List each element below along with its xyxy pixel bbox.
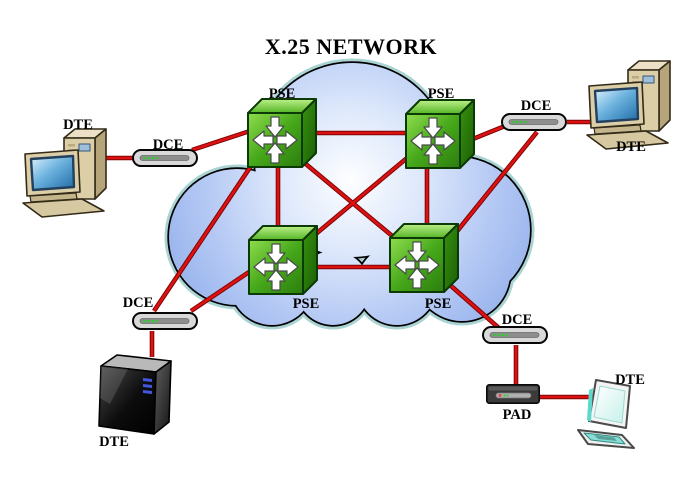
- dce-label-bottom-right: DCE: [502, 312, 533, 328]
- dce-label-right: DCE: [521, 98, 552, 114]
- dte-workstation-icon: [577, 379, 635, 449]
- x25-cloud: [169, 63, 530, 325]
- pse-switch-icon-top-right: [405, 99, 475, 169]
- diagram-title: X.25 NETWORK: [265, 34, 437, 59]
- dte-server-icon: [98, 354, 172, 435]
- pad-label: PAD: [503, 407, 532, 423]
- dte-computer-icon-right: [585, 59, 672, 151]
- dce-modem-icon-bottom-left: [132, 312, 198, 330]
- pse-switch-icon-bottom-right: [389, 223, 459, 293]
- pse-label-top-left: PSE: [269, 86, 296, 102]
- pse-switch-icon-bottom-left: [248, 225, 318, 295]
- dce-label-bottom-left: DCE: [123, 295, 154, 311]
- pad-device-icon: [485, 383, 541, 405]
- dte-label-right: DTE: [616, 139, 646, 155]
- dce-modem-icon-right: [501, 113, 567, 131]
- dte-label-workstation: DTE: [615, 372, 645, 388]
- dte-label-server: DTE: [99, 434, 129, 450]
- pse-switch-icon-top-left: [247, 98, 317, 168]
- pse-label-top-right: PSE: [428, 86, 455, 102]
- dce-label-left: DCE: [153, 137, 184, 153]
- dte-label-left: DTE: [63, 117, 93, 133]
- pse-label-bottom-right: PSE: [425, 296, 452, 312]
- dce-modem-icon-bottom-right: [482, 326, 548, 344]
- pse-label-bottom-left: PSE: [293, 296, 320, 312]
- dte-computer-icon-left: [21, 127, 108, 219]
